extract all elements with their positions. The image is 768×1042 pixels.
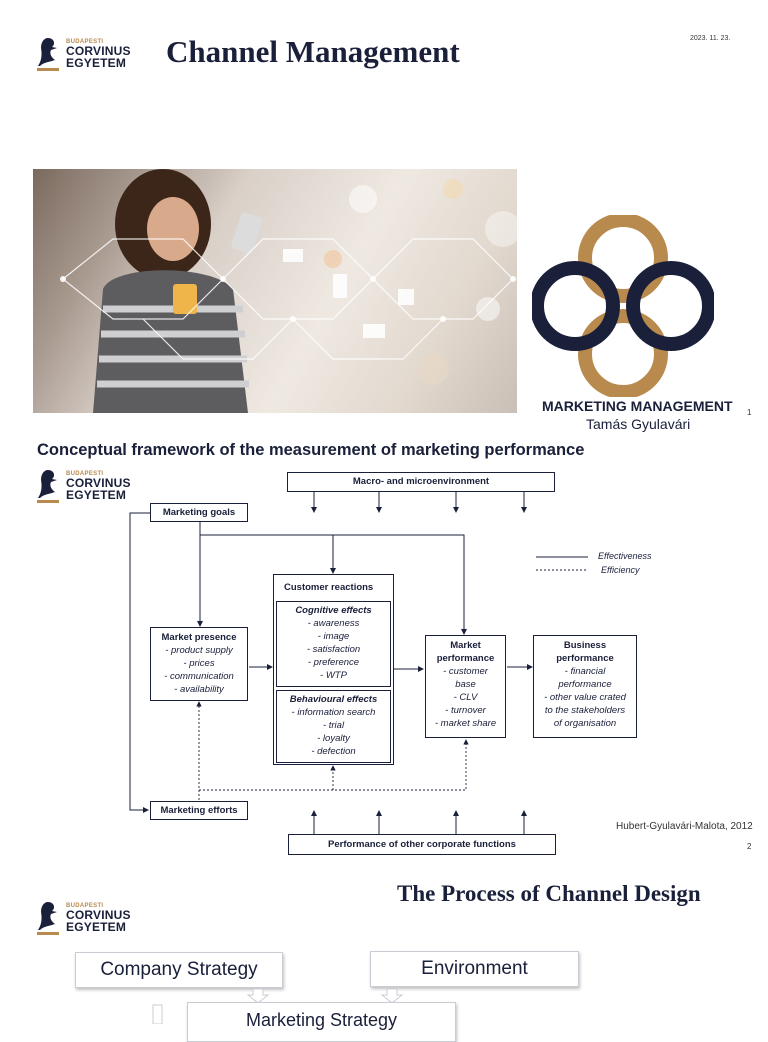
slide2-heading: Conceptual framework of the measurement … <box>37 441 585 459</box>
presence-item: - communication <box>164 671 234 682</box>
slide1-date: 2023. 11. 23. <box>690 35 731 42</box>
market-performance-title2: performance <box>436 653 495 664</box>
logo-line1: CORVINUS <box>66 476 131 490</box>
environment-box: Environment <box>370 951 579 987</box>
author-name: Tamás Gyulavári <box>586 416 691 432</box>
market-performance-title1: Market <box>450 640 481 651</box>
business-performance-title1: Business <box>563 640 607 651</box>
source-citation: Hubert-Gyulavári-Malota, 2012 <box>616 821 753 832</box>
market-presence-title: Market presence <box>161 632 237 643</box>
cognitive-item: - awareness <box>307 618 360 629</box>
logo-line2: EGYETEM <box>66 56 127 70</box>
course-title: MARKETING MANAGEMENT <box>542 398 733 414</box>
logo-small: BUDAPESTI <box>66 903 104 909</box>
behavioural-effects-box: Behavioural effects - information search… <box>276 690 391 763</box>
corvinus-logo-3: BUDAPESTI CORVINUS EGYETEM <box>36 900 131 936</box>
bperf-item: of organisation <box>553 718 617 729</box>
logo-line1: CORVINUS <box>66 44 131 58</box>
mperf-item: - customer <box>443 666 488 677</box>
corvinus-logo-2: BUDAPESTI CORVINUS EGYETEM <box>36 468 131 504</box>
raven-icon <box>36 468 60 504</box>
mperf-item: - CLV <box>453 692 478 703</box>
presence-item: - product supply <box>165 645 233 656</box>
behavioural-item: - defection <box>311 746 356 757</box>
slide2-page-number: 2 <box>747 842 752 851</box>
logo-line2: EGYETEM <box>66 488 127 502</box>
slide1-title: Channel Management <box>166 34 460 69</box>
business-performance-title2: performance <box>556 653 614 664</box>
market-performance-box: Market performance - customer base - CLV… <box>425 635 506 738</box>
business-performance-box: Business performance - financial perform… <box>533 635 637 738</box>
marketing-goals-box: Marketing goals <box>150 503 248 522</box>
presence-item: - prices <box>183 658 215 669</box>
mperf-item: - market share <box>434 718 497 729</box>
legend-efficiency: Efficiency <box>601 565 640 575</box>
raven-icon <box>36 36 60 72</box>
cognitive-item: - preference <box>307 657 360 668</box>
behavioural-item: - information search <box>291 707 376 718</box>
framework-connectors <box>129 492 588 834</box>
logo-line2: EGYETEM <box>66 920 127 934</box>
bperf-item: to the stakeholders <box>544 705 626 716</box>
bperf-item: performance <box>558 679 612 690</box>
logo-line1: CORVINUS <box>66 908 131 922</box>
cognitive-item: - image <box>317 631 350 642</box>
hero-photo <box>33 169 517 413</box>
cognitive-effects-box: Cognitive effects - awareness - image - … <box>276 601 391 687</box>
behavioural-title: Behavioural effects <box>289 694 378 705</box>
behavioural-item: - trial <box>322 720 345 731</box>
legend-effectiveness: Effectiveness <box>598 551 652 561</box>
customer-reactions-title: Customer reactions <box>284 582 374 593</box>
marketing-efforts-box: Marketing efforts <box>150 801 248 820</box>
corvinus-logo: BUDAPESTI CORVINUS EGYETEM <box>36 36 131 72</box>
marketing-strategy-box: Marketing Strategy <box>187 1002 456 1042</box>
other-functions-box: Performance of other corporate functions <box>288 834 556 855</box>
slide3-arrows <box>152 988 404 1024</box>
behavioural-item: - loyalty <box>317 733 350 744</box>
cognitive-item: - WTP <box>320 670 347 681</box>
bperf-item: - financial <box>564 666 606 677</box>
customer-reactions-box: Customer reactions Cognitive effects - a… <box>273 574 394 765</box>
slide1-page-number: 1 <box>747 408 752 417</box>
bperf-item: - other value crated <box>544 692 626 703</box>
mperf-item: base <box>455 679 476 690</box>
logo-small: BUDAPESTI <box>66 39 104 45</box>
market-presence-box: Market presence - product supply - price… <box>150 627 248 701</box>
presence-item: - availability <box>174 684 224 695</box>
cognitive-item: - satisfaction <box>306 644 361 655</box>
mperf-item: - turnover <box>445 705 486 716</box>
macro-environment-box: Macro- and microenvironment <box>287 472 555 492</box>
raven-icon <box>36 900 60 936</box>
logo-small: BUDAPESTI <box>66 471 104 477</box>
marketing-management-emblem <box>530 213 716 399</box>
slide3-title: The Process of Channel Design <box>397 881 701 906</box>
cognitive-title: Cognitive effects <box>295 605 372 616</box>
company-strategy-box: Company Strategy <box>75 952 283 988</box>
